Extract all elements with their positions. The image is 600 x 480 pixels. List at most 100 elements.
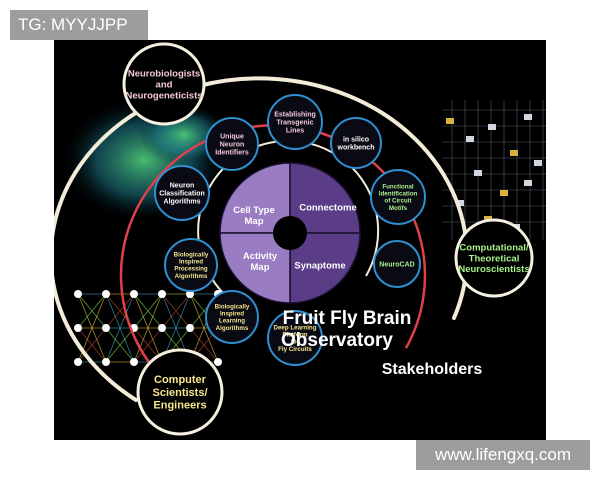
node-neurocad: NeuroCAD <box>373 240 421 288</box>
segment-connectome <box>289 162 361 234</box>
network-node <box>74 290 82 298</box>
node-deeplearning-circle <box>267 310 323 366</box>
node-processing-label-line-3: Processing <box>174 266 208 273</box>
stakeholder-cs-label-line-3: Engineers <box>153 400 206 412</box>
node-transgenic-label-line-2: Transgenic <box>277 120 314 127</box>
node-learning-label-line-1: Biologically <box>215 304 250 311</box>
node-deeplearning-label-line-1: Deep Learning <box>274 325 317 332</box>
tg-tag-label: TG: MYYJJPP <box>10 10 148 40</box>
node-insilico-circle <box>330 117 382 169</box>
stakeholder-cs-label-line-1: Computer <box>154 374 207 386</box>
stakeholder-neuro-label-line-1: Neurobiologists <box>128 68 200 79</box>
network-node <box>74 324 82 332</box>
node-insilico: in silico workbench <box>330 117 382 169</box>
segment-activity-label-line-2: Map <box>251 262 270 273</box>
network-node <box>130 290 138 298</box>
title-line-2: Observatory <box>281 330 393 351</box>
node-functional-circle <box>370 169 426 225</box>
segment-celltype-label-line-2: Map <box>245 216 264 227</box>
node-functional-label-line-2: Identification <box>379 191 418 198</box>
node-processing-circle <box>164 238 218 292</box>
title-line-1: Fruit Fly Brain <box>283 308 412 329</box>
node-processing-label-line-4: Algorithms <box>175 273 208 280</box>
network-node <box>158 290 166 298</box>
network-node <box>74 358 82 366</box>
stakeholder-comp-label-line-1: Computational/ <box>459 242 528 253</box>
network-node <box>130 358 138 366</box>
node-functional-label-line-4: Motifs <box>389 205 408 212</box>
circuit-chip <box>446 118 454 124</box>
node-unique-label-line-2: Neuron <box>220 142 245 149</box>
node-deeplearning-label-line-4: Fly Circuits <box>278 346 312 353</box>
node-classification-label-line-3: Algorithms <box>164 199 201 206</box>
node-functional-label-line-1: Functional <box>382 184 414 191</box>
network-node <box>186 290 194 298</box>
node-transgenic-label-line-3: Lines <box>286 128 304 135</box>
node-learning-label-line-3: Learning <box>219 318 245 325</box>
circuit-chip <box>456 200 464 206</box>
stakeholder-cs-circle <box>136 348 224 436</box>
node-deeplearning-label-line-3: for <box>291 339 300 346</box>
segment-celltype-label-line-1: Cell Type <box>233 205 275 216</box>
stakeholder-comp-label-line-3: Neuroscientists <box>458 264 529 275</box>
stakeholder-nodes: NeurobiologistsandNeurogeneticistsComput… <box>122 42 534 436</box>
network-node <box>102 290 110 298</box>
network-node <box>102 358 110 366</box>
capability-nodes: UniqueNeuronIdentifiersEstablishingTrans… <box>154 94 426 366</box>
diagram-titles: Fruit Fly Brain Observatory Stakeholders <box>281 308 482 378</box>
node-neurocad-circle <box>373 240 421 288</box>
node-classification-circle <box>154 165 210 221</box>
stakeholder-neuro-label-line-2: and <box>156 79 173 90</box>
node-transgenic-label-line-1: Establishing <box>274 111 316 118</box>
node-classification-label-line-1: Neuron <box>170 182 195 189</box>
segment-synaptome <box>289 232 361 304</box>
network-node <box>186 324 194 332</box>
segment-connectome-label-line-1: Connectome <box>299 202 357 213</box>
stakeholder-comp-circle <box>454 218 534 298</box>
stakeholder-neuro-label-line-3: Neurogeneticists <box>125 90 202 101</box>
network-node <box>214 358 222 366</box>
circuit-chip <box>488 124 496 130</box>
node-unique-circle <box>205 117 259 171</box>
circuit-chip <box>466 136 474 142</box>
node-processing-label-line-2: Inspired <box>179 259 203 266</box>
node-insilico-label-line-1: in silico <box>343 136 369 143</box>
stakeholder-comp-label-line-2: Theoretical <box>469 253 520 264</box>
node-transgenic-circle <box>267 94 323 150</box>
site-watermark: www.lifengxq.com <box>416 440 590 470</box>
node-learning-label-line-4: Algorithms <box>216 325 249 332</box>
stakeholder-cs-label-line-2: Scientists/ <box>152 387 207 399</box>
segment-synaptome-label-line-1: Synaptome <box>294 260 345 271</box>
pie-center-hole <box>273 216 307 250</box>
node-insilico-label-line-2: workbench <box>337 145 375 152</box>
node-unique-label-line-1: Unique <box>220 133 244 140</box>
stakeholders-heading: Stakeholders <box>382 361 483 378</box>
node-functional-label-line-3: of Circuit <box>384 198 411 205</box>
fruit-fly-brain-observatory-diagram: Cell TypeMapConnectomeSynaptomeActivityM… <box>54 42 546 436</box>
red-orbit-ring <box>119 124 427 381</box>
segment-celltype <box>219 162 291 234</box>
circuit-chip <box>524 180 532 186</box>
segment-activity <box>219 232 291 304</box>
node-learning-circle <box>205 290 259 344</box>
circuit-chip <box>534 160 542 166</box>
circuit-chip <box>524 114 532 120</box>
stakeholder-neuro-circle <box>122 42 206 126</box>
circuit-chip <box>510 150 518 156</box>
core-pie: Cell TypeMapConnectomeSynaptomeActivityM… <box>219 162 361 304</box>
node-processing-label-line-1: Biologically <box>174 252 209 259</box>
node-deeplearning-label-line-2: Platform <box>282 332 308 339</box>
network-node <box>102 324 110 332</box>
node-learning-label-line-2: Inspired <box>220 311 244 318</box>
node-unique-label-line-3: Identifiers <box>215 150 249 157</box>
